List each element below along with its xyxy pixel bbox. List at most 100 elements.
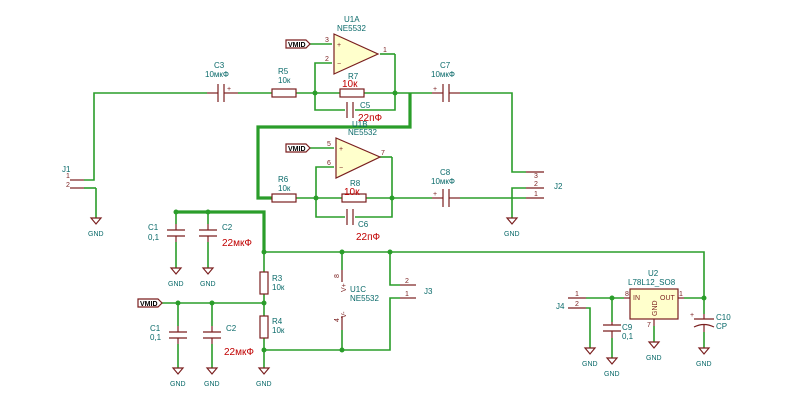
wire-j4-gnd xyxy=(586,307,591,348)
connector-j4[interactable]: J4 1 2 xyxy=(556,291,586,311)
connector-j2-ref: J2 xyxy=(554,182,563,191)
connector-j3-pin1: 1 xyxy=(405,291,409,298)
resistor-r4[interactable]: R4 10к xyxy=(259,315,285,339)
svg-text:GND: GND xyxy=(582,361,598,368)
capacitor-c1-bottom[interactable]: C1 0,1 xyxy=(150,324,187,344)
opamp-u1b-value: NE5532 xyxy=(348,128,377,137)
regulator-u2-out: OUT xyxy=(660,295,676,302)
capacitor-c1-top[interactable]: C1 0,1 xyxy=(148,223,185,242)
vmid-flag-u1a[interactable]: VMID xyxy=(285,39,311,49)
resistor-r6-value: 10к xyxy=(278,184,291,193)
connector-j1-pin2: 2 xyxy=(66,182,70,189)
resistor-r7[interactable]: R7 10к xyxy=(339,72,365,98)
gnd-symbol: GND xyxy=(256,367,272,388)
capacitor-c5[interactable]: C5 22пФ xyxy=(346,101,383,124)
junction xyxy=(173,209,179,215)
wire-selected-power-rail xyxy=(176,210,266,252)
regulator-u2-body xyxy=(629,288,679,320)
resistor-r8[interactable]: R8 10к xyxy=(341,179,367,203)
vmid-flag-divider-label: VMID xyxy=(140,301,158,308)
opamp-u1a-value: NE5532 xyxy=(337,24,366,33)
connector-j1-pin1: 1 xyxy=(66,173,70,180)
connector-j1[interactable]: J1 1 2 xyxy=(62,165,84,189)
opamp-u1b-minus: − xyxy=(339,165,343,172)
resistor-r7-body xyxy=(339,88,365,98)
gnd-symbol: GND xyxy=(200,267,216,288)
regulator-u2-pin1: 1 xyxy=(679,291,683,298)
resistor-r8-value: 10к xyxy=(344,187,360,198)
capacitor-c10-value: CP xyxy=(716,322,727,331)
resistor-r6-body xyxy=(271,193,297,203)
gnd-symbol: GND xyxy=(604,357,620,378)
capacitor-c6[interactable]: C6 22пФ xyxy=(346,209,381,243)
connector-j1-ref: J1 xyxy=(62,165,71,174)
connector-j2[interactable]: J2 3 2 1 xyxy=(526,171,563,199)
resistor-r5[interactable]: R5 10к xyxy=(271,67,297,98)
capacitor-c2-bottom[interactable]: C2 22мкФ xyxy=(203,324,254,358)
connector-j4-pin1: 1 xyxy=(575,291,579,298)
gnd-symbol: GND xyxy=(504,217,520,238)
capacitor-c8[interactable]: + C8 10мкФ xyxy=(431,168,460,207)
connector-j4-pin2: 2 xyxy=(575,301,579,308)
connector-j3-pin2: 2 xyxy=(405,278,409,285)
wire-rail-u2 xyxy=(264,251,705,298)
capacitor-c9-value: 0,1 xyxy=(622,332,634,341)
wire-c5-left xyxy=(314,93,345,111)
opamp-u1a[interactable]: U1A NE5532 + − 3 2 1 xyxy=(325,15,387,75)
capacitor-c6-ref: C6 xyxy=(358,220,369,229)
wire-c7-j2 xyxy=(460,92,526,173)
capacitor-c2-bottom-value: 22мкФ xyxy=(224,347,254,358)
junction xyxy=(392,90,398,96)
capacitor-c9-ref: C9 xyxy=(622,323,633,332)
connector-j2-pin3: 3 xyxy=(534,173,538,180)
capacitor-c2-top[interactable]: C2 22мкФ xyxy=(199,223,252,249)
junction xyxy=(175,300,181,306)
wire-j1-c3 xyxy=(84,92,207,181)
junctions xyxy=(173,90,707,353)
u1c-pin8: 8 xyxy=(334,274,341,278)
connector-j3[interactable]: J3 2 1 xyxy=(400,278,433,299)
capacitor-c9[interactable]: C9 0,1 xyxy=(603,322,634,341)
capacitor-c2-top-ref: C2 xyxy=(222,223,233,232)
opamp-u1b-pin5: 5 xyxy=(327,141,331,148)
capacitor-c3[interactable]: + C3 10мкФ xyxy=(205,61,238,102)
resistor-r3-ref: R3 xyxy=(272,274,283,283)
capacitor-c7-plus: + xyxy=(433,86,437,93)
resistor-r5-ref: R5 xyxy=(278,67,289,76)
capacitor-c7-value: 10мкФ xyxy=(431,70,455,79)
resistor-r7-ref: R7 xyxy=(348,72,359,81)
resistor-r6[interactable]: R6 10к xyxy=(271,175,297,203)
svg-text:GND: GND xyxy=(168,281,184,288)
regulator-u2-value: L78L12_SO8 xyxy=(628,278,676,287)
opamp-u1b-plus: + xyxy=(339,146,343,153)
wire-selected-u1a-u1b xyxy=(256,93,412,200)
regulator-u2-gnd: GND xyxy=(652,300,659,316)
opamp-u1b[interactable]: U1B NE5532 + − 5 6 7 xyxy=(327,120,385,179)
regulator-u2[interactable]: U2 L78L12_SO8 IN OUT GND 8 1 7 xyxy=(624,269,684,329)
junction xyxy=(701,295,707,301)
connector-j2-pin2: 2 xyxy=(534,181,538,188)
opamp-u1a-pin1: 1 xyxy=(383,47,387,54)
gnd-symbol: GND xyxy=(168,267,184,288)
u1c-vplus: V+ xyxy=(341,283,348,292)
capacitor-c10[interactable]: + C10 CP xyxy=(690,312,731,332)
vmid-flag-divider[interactable]: VMID xyxy=(137,298,163,308)
capacitor-c7[interactable]: + C7 10мкФ xyxy=(431,61,460,102)
connector-j2-pin1: 1 xyxy=(534,191,538,198)
svg-text:GND: GND xyxy=(200,281,216,288)
opamp-u1c[interactable]: 8 4 V+ V- U1C NE5532 xyxy=(334,270,379,330)
resistor-r3[interactable]: R3 10к xyxy=(259,271,285,295)
opamp-u1b-ref: U1B xyxy=(352,120,368,129)
gnd-symbol: GND xyxy=(582,347,598,368)
wire-c5-right xyxy=(355,54,396,111)
opamp-u1a-pin2: 2 xyxy=(325,56,329,63)
svg-text:GND: GND xyxy=(256,381,272,388)
gnd-symbol: GND xyxy=(204,367,220,388)
capacitor-c6-value: 22пФ xyxy=(356,232,381,243)
vmid-flag-u1b[interactable]: VMID xyxy=(285,143,311,153)
junction xyxy=(205,209,211,215)
opamp-u1b-pin7: 7 xyxy=(381,150,385,157)
capacitor-c3-plus: + xyxy=(227,86,231,93)
resistor-r5-value: 10к xyxy=(278,76,291,85)
gnd-symbols: GND GND GND GND GND GND GND GND xyxy=(88,217,712,388)
